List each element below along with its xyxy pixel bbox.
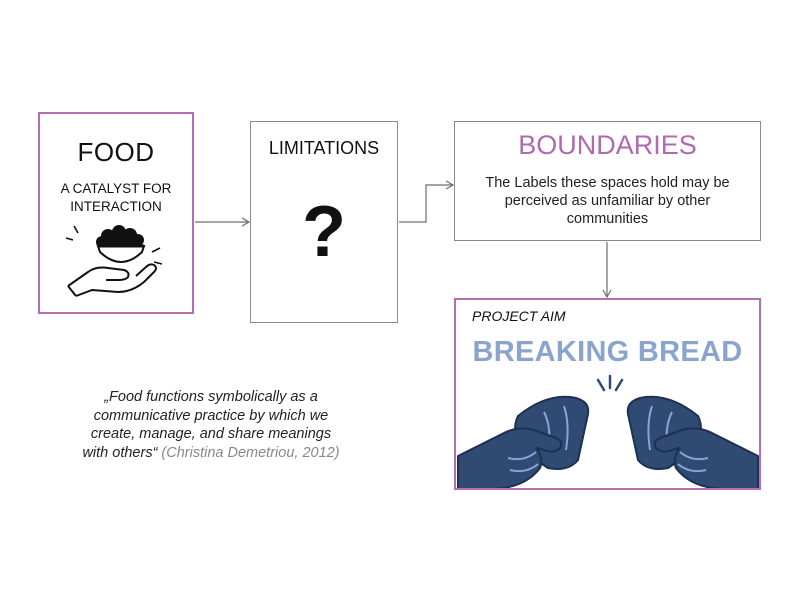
limitations-title: LIMITATIONS — [268, 138, 380, 158]
boundaries-description: The Labels these spaces hold may be perc… — [469, 174, 746, 228]
hands-breaking-bread-icon — [457, 374, 759, 488]
food-subtitle-line: A CATALYST FOR — [60, 181, 172, 196]
boundaries-line: communities — [566, 211, 649, 227]
food-title: FOOD — [77, 137, 155, 167]
quote-line: with others“ — [82, 444, 158, 461]
food-box: FOOD A CATALYST FOR INTERACTION — [38, 112, 194, 314]
hand-holding-bowl-icon — [65, 225, 163, 297]
limitations-box: LIMITATIONS ? — [250, 121, 398, 323]
food-subtitle: A CATALYST FOR INTERACTION — [40, 180, 192, 216]
quote-line: create, manage, and share meanings — [90, 426, 332, 442]
arrow-limitations-to-boundaries — [399, 180, 455, 223]
food-subtitle-line: INTERACTION — [70, 199, 162, 214]
project-aim-box: PROJECT AIM BREAKING BREAD — [454, 298, 761, 490]
boundaries-line: The Labels these spaces hold may be — [485, 175, 730, 191]
boundaries-box: BOUNDARIES The Labels these spaces hold … — [454, 121, 761, 241]
project-aim-label: PROJECT AIM — [472, 308, 566, 324]
quote-block: „Food functions symbolically as a commun… — [58, 388, 364, 462]
boundaries-title: BOUNDARIES — [518, 130, 697, 160]
boundaries-line: perceived as unfamiliar by other — [504, 193, 711, 209]
question-mark: ? — [302, 192, 346, 272]
quote-last-line: with others“ (Christina Demetriou, 2012) — [58, 444, 364, 463]
quote-line: „Food functions symbolically as a — [104, 389, 318, 405]
project-aim-title: BREAKING BREAD — [472, 336, 743, 368]
quote-line: communicative practice by which we — [93, 407, 329, 424]
quote-citation: (Christina Demetriou, 2012) — [157, 444, 340, 461]
